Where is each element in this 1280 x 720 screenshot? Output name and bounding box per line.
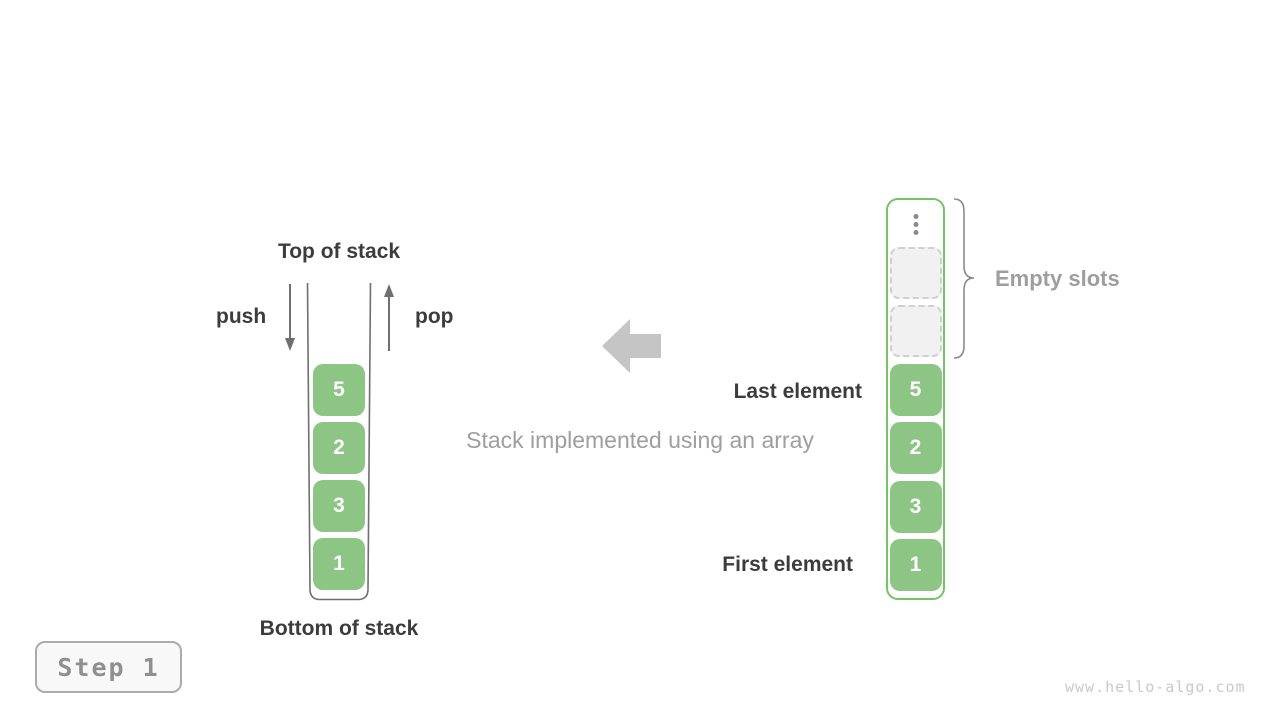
array-cell: 2 xyxy=(889,422,942,474)
top-of-stack-label: Top of stack xyxy=(277,240,401,263)
first-element-label: First element xyxy=(722,553,853,576)
vertical-ellipsis-icon xyxy=(913,214,918,235)
last-element-label: Last element xyxy=(733,380,862,403)
left-stack-cells: 5 2 3 1 xyxy=(313,364,365,590)
array-cell: 3 xyxy=(889,481,942,533)
array-container: 5 2 3 1 xyxy=(886,198,945,600)
push-label: push xyxy=(216,305,267,328)
curly-brace-icon xyxy=(953,198,975,359)
pop-label: pop xyxy=(415,305,454,328)
bottom-of-stack-label: Bottom of stack xyxy=(259,617,419,640)
empty-slot xyxy=(889,247,942,299)
watermark: www.hello-algo.com xyxy=(1065,678,1246,696)
step-badge: Step 1 xyxy=(35,641,182,693)
array-cell: 5 xyxy=(889,364,942,416)
stack-cell: 5 xyxy=(313,364,365,416)
pop-up-arrow-icon xyxy=(384,284,394,351)
array-cell: 1 xyxy=(889,539,942,591)
stack-cell: 1 xyxy=(313,538,365,590)
stack-cell: 3 xyxy=(313,480,365,532)
stack-container-outline xyxy=(306,283,372,601)
push-down-arrow-icon xyxy=(285,284,295,351)
empty-slots-label: Empty slots xyxy=(995,266,1120,291)
figure-caption: Stack implemented using an array xyxy=(466,427,814,453)
stack-cell: 2 xyxy=(313,422,365,474)
left-block-arrow-icon xyxy=(602,319,661,373)
empty-slot xyxy=(889,305,942,357)
